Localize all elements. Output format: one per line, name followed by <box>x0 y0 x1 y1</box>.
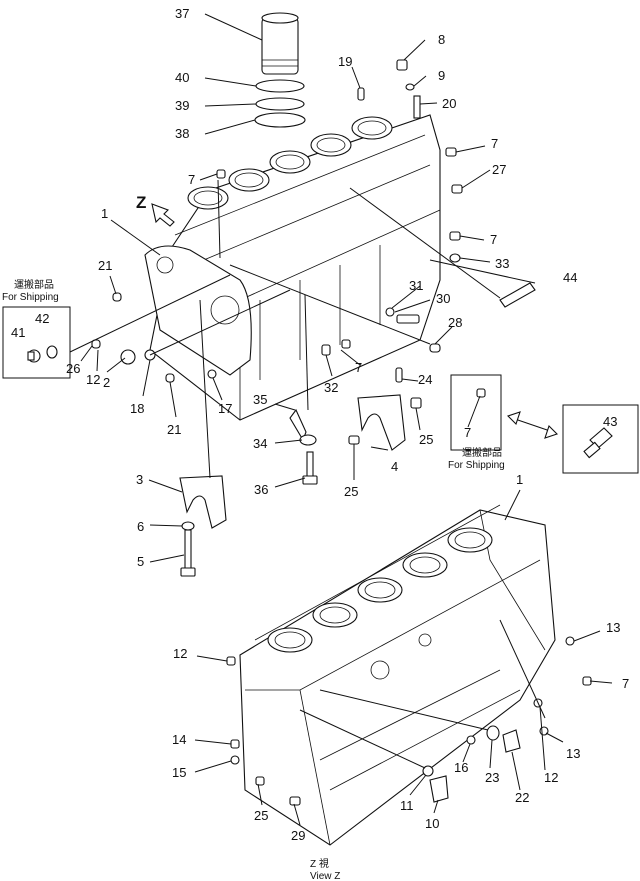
label-13-a: 13 <box>606 620 620 635</box>
label-5: 5 <box>137 554 144 569</box>
z-view-marker: Z <box>136 193 146 212</box>
seal-ring-38 <box>254 112 306 128</box>
label-10: 10 <box>425 816 439 831</box>
cylinder-block-view-z <box>239 504 556 846</box>
label-34: 34 <box>253 436 267 451</box>
label-23: 23 <box>485 770 499 785</box>
label-9: 9 <box>438 68 445 83</box>
label-24: 24 <box>418 372 432 387</box>
label-7-a: 7 <box>491 136 498 151</box>
label-6: 6 <box>137 519 144 534</box>
main-bearing-cap-4 <box>357 394 406 451</box>
shipping-box-middle <box>450 374 502 451</box>
label-17: 17 <box>218 401 232 416</box>
bolt-5 <box>180 529 196 577</box>
seal-ring-39 <box>255 97 305 111</box>
view-caption-jp: Z 視 <box>310 857 329 870</box>
label-28: 28 <box>448 315 462 330</box>
label-30: 30 <box>436 291 450 306</box>
label-16: 16 <box>454 760 468 775</box>
label-1-bottom: 1 <box>516 472 523 487</box>
label-25-a: 25 <box>419 432 433 447</box>
label-12-b: 12 <box>173 646 187 661</box>
seal-ring-40 <box>255 79 305 93</box>
label-21-b: 21 <box>167 422 181 437</box>
sensor-box-43 <box>562 404 639 474</box>
label-14: 14 <box>172 732 186 747</box>
label-37: 37 <box>175 6 189 21</box>
label-38: 38 <box>175 126 189 141</box>
label-33: 33 <box>495 256 509 271</box>
shipping-en-middle: For Shipping <box>448 460 505 471</box>
label-8: 8 <box>438 32 445 47</box>
cylinder-block-top <box>144 114 441 421</box>
label-4: 4 <box>391 459 398 474</box>
bolt-36 <box>302 451 318 485</box>
label-12-c: 12 <box>544 770 558 785</box>
label-44: 44 <box>563 270 577 285</box>
shipping-en-left: For Shipping <box>2 292 59 303</box>
label-12-top: 12 <box>86 372 100 387</box>
label-32: 32 <box>324 380 338 395</box>
label-40: 40 <box>175 70 189 85</box>
label-3: 3 <box>136 472 143 487</box>
z-view-arrow-icon <box>151 203 175 227</box>
label-25-b: 25 <box>344 484 358 499</box>
label-7-e: 7 <box>464 425 471 440</box>
label-20: 20 <box>442 96 456 111</box>
label-13-b: 13 <box>566 746 580 761</box>
label-42: 42 <box>35 311 49 326</box>
shipping-caption-left: 運搬部品 For Shipping <box>2 278 59 303</box>
leader-lines <box>69 13 613 826</box>
label-15: 15 <box>172 765 186 780</box>
washer-6 <box>181 521 195 531</box>
part-labels: 37 40 39 38 8 9 20 19 7 27 7 7 33 44 1 2… <box>11 6 629 843</box>
label-36: 36 <box>254 482 268 497</box>
label-7-b: 7 <box>188 172 195 187</box>
label-22: 22 <box>515 790 529 805</box>
label-21-a: 21 <box>98 258 112 273</box>
label-2: 2 <box>103 375 110 390</box>
shipping-jp-middle: 運搬部品 <box>462 446 502 459</box>
label-39: 39 <box>175 98 189 113</box>
label-26: 26 <box>66 361 80 376</box>
label-18: 18 <box>130 401 144 416</box>
bracket-34 <box>299 434 317 446</box>
main-bearing-cap-3 <box>179 475 227 529</box>
label-41: 41 <box>11 325 25 340</box>
label-7-d: 7 <box>355 360 362 375</box>
cylinder-liner-37 <box>261 12 299 75</box>
label-35: 35 <box>253 392 267 407</box>
shipping-jp-left: 運搬部品 <box>14 278 54 291</box>
small-parts-bottom <box>226 636 592 806</box>
label-29: 29 <box>291 828 305 843</box>
label-43: 43 <box>603 414 617 429</box>
shipping-caption-middle: 運搬部品 For Shipping <box>448 446 505 471</box>
double-arrow-icon <box>506 411 559 439</box>
shipping-box-left <box>2 306 71 379</box>
label-25-c: 25 <box>254 808 268 823</box>
label-7-f: 7 <box>622 676 629 691</box>
label-19: 19 <box>338 54 352 69</box>
label-31: 31 <box>409 278 423 293</box>
label-7-c: 7 <box>490 232 497 247</box>
label-11: 11 <box>400 798 414 813</box>
view-caption-en: View Z <box>310 871 340 881</box>
label-1-top: 1 <box>101 206 108 221</box>
label-27: 27 <box>492 162 506 177</box>
